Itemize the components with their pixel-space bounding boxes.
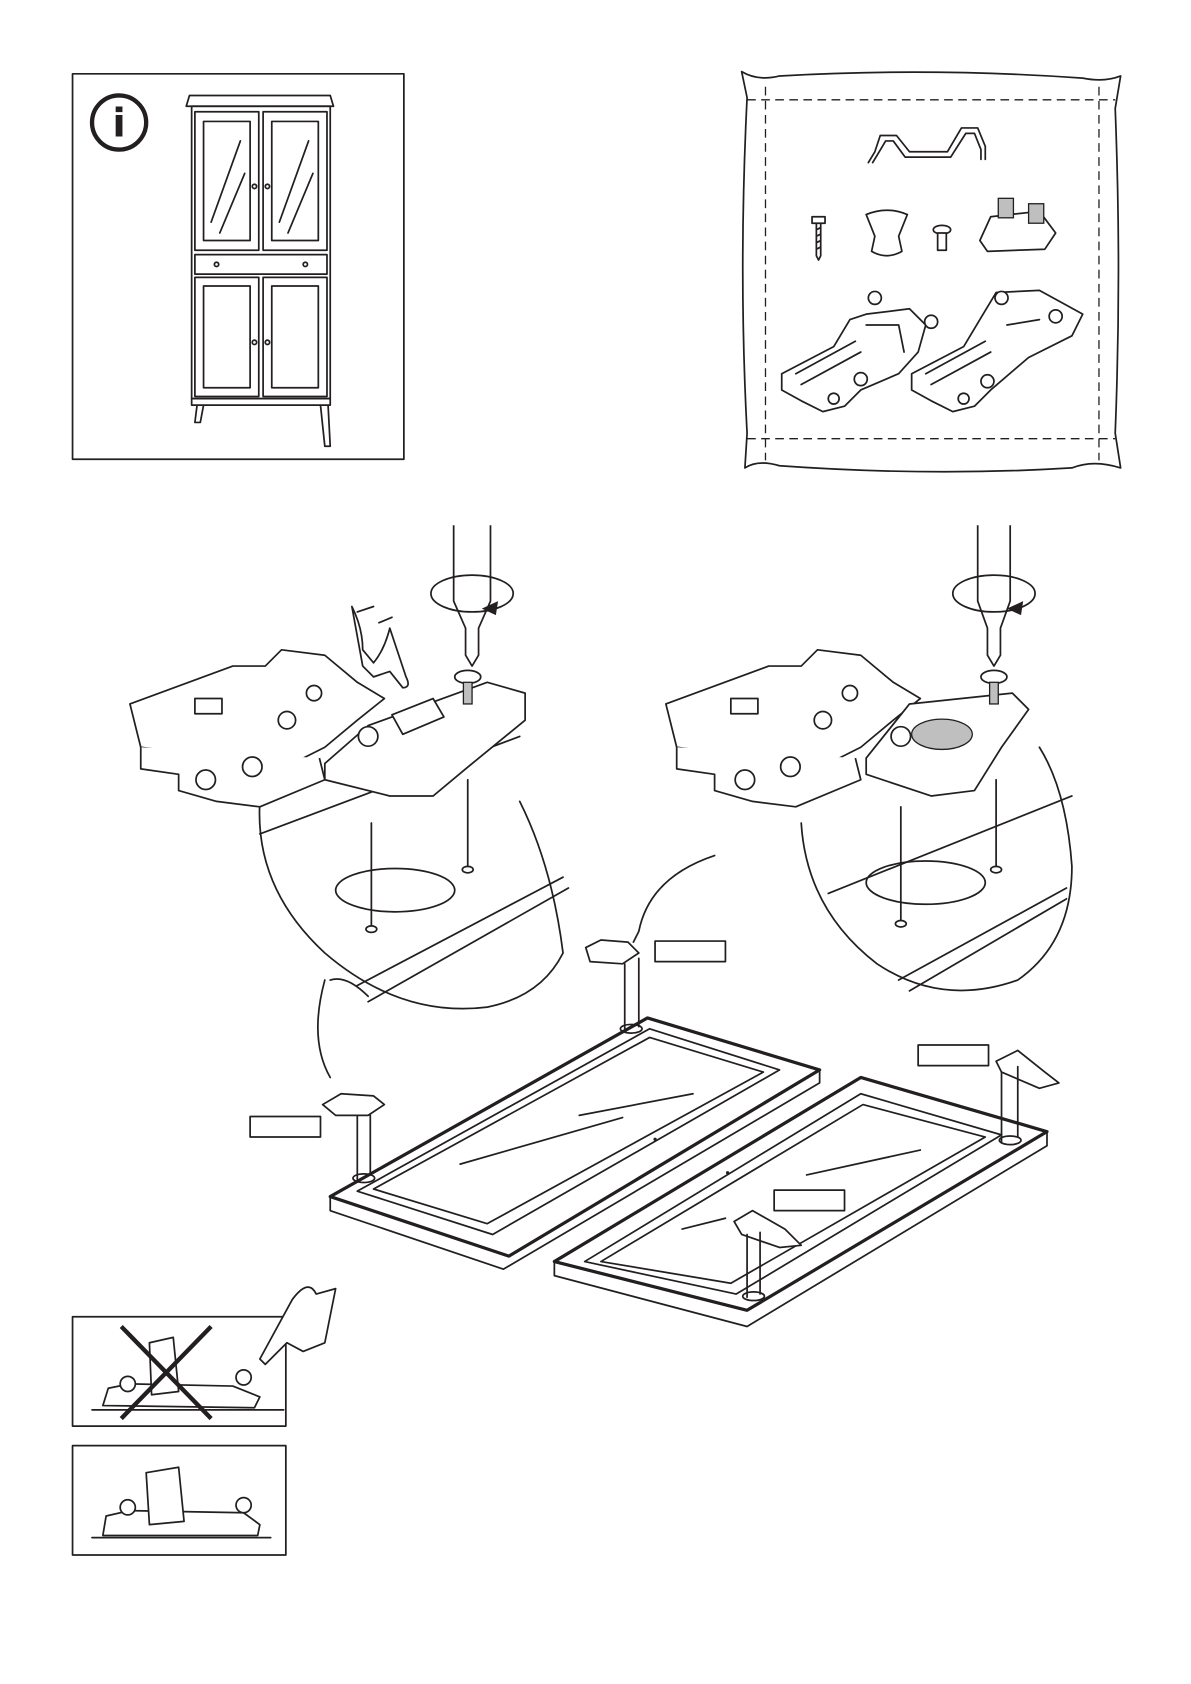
label-box bbox=[250, 1116, 320, 1137]
connector-part bbox=[980, 198, 1056, 251]
hinge-small bbox=[586, 940, 642, 1033]
hinge-part bbox=[912, 290, 1083, 411]
screwdriver-icon bbox=[953, 525, 1035, 666]
info-icon: i bbox=[92, 95, 146, 149]
info-panel: i bbox=[73, 74, 404, 459]
hinge-correct-icon bbox=[103, 1467, 260, 1535]
door-right bbox=[554, 1050, 1059, 1326]
hinge-small bbox=[734, 1211, 801, 1301]
knob-part bbox=[866, 210, 907, 255]
hinge-part bbox=[782, 291, 938, 411]
hinge-small bbox=[323, 1094, 385, 1183]
screwdriver-icon bbox=[431, 525, 513, 666]
label-box bbox=[918, 1045, 988, 1066]
right-detail bbox=[633, 525, 1072, 991]
hinge-small bbox=[996, 1050, 1059, 1144]
large-hinge-right bbox=[666, 650, 1029, 807]
hand-press-icon bbox=[352, 607, 408, 688]
hand-press-icon bbox=[260, 1287, 336, 1364]
label-box bbox=[774, 1190, 844, 1211]
small-screw-part bbox=[933, 225, 950, 250]
svg-text:i: i bbox=[112, 102, 125, 147]
label-box bbox=[655, 941, 725, 962]
screw-part bbox=[812, 217, 825, 260]
cabinet-illustration bbox=[186, 95, 333, 446]
callout-wrong bbox=[73, 1287, 336, 1426]
left-detail bbox=[130, 525, 569, 1077]
hardware-bag bbox=[742, 72, 1121, 472]
callout-right bbox=[73, 1446, 286, 1555]
wire-handle-part bbox=[868, 128, 985, 163]
